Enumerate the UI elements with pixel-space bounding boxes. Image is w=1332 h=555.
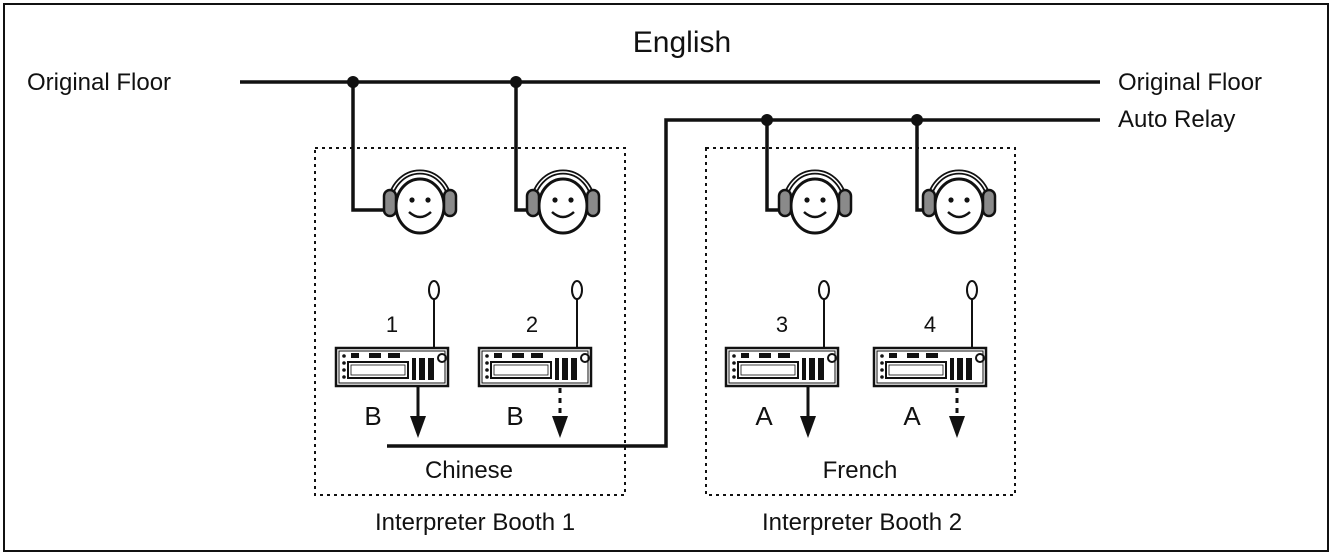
auto-relay-label: Auto Relay <box>1118 106 1235 133</box>
arrow-down-dashed-icon <box>552 388 568 438</box>
interpreter-headset-icon <box>779 172 851 233</box>
booth-1: 1 2 B B Chinese <box>314 147 626 496</box>
unit-number: 3 <box>776 312 788 337</box>
unit-number: 1 <box>386 312 398 337</box>
relay-channel-label: B <box>506 401 523 431</box>
arrow-down-dashed-icon <box>949 388 965 438</box>
original-floor-label-left: Original Floor <box>27 69 171 96</box>
junction-dots <box>347 76 923 126</box>
arrow-down-solid-icon <box>410 386 426 438</box>
booth-language: French <box>823 457 898 484</box>
arrow-down-solid-icon <box>800 386 816 438</box>
booth-1-name: Interpreter Booth 1 <box>375 509 575 536</box>
title: English <box>633 26 731 59</box>
booth-2-boundary <box>705 147 1016 496</box>
booth-1-boundary <box>314 147 626 496</box>
booth-2: 3 4 A A French <box>705 147 1016 496</box>
unit-number: 4 <box>924 312 936 337</box>
booth-language: Chinese <box>425 457 513 484</box>
interpreter-headset-icon <box>923 172 995 233</box>
interpreter-headset-icon <box>527 172 599 233</box>
relay-channel-label: A <box>755 401 773 431</box>
original-floor-label-right: Original Floor <box>1118 69 1262 96</box>
auto-relay-line <box>387 118 1100 448</box>
booth-2-name: Interpreter Booth 2 <box>762 509 962 536</box>
diagram-frame <box>3 3 1329 552</box>
relay-channel-label: B <box>364 401 381 431</box>
interpreter-headset-icon <box>384 172 456 233</box>
relay-channel-label: A <box>903 401 921 431</box>
unit-number: 2 <box>526 312 538 337</box>
